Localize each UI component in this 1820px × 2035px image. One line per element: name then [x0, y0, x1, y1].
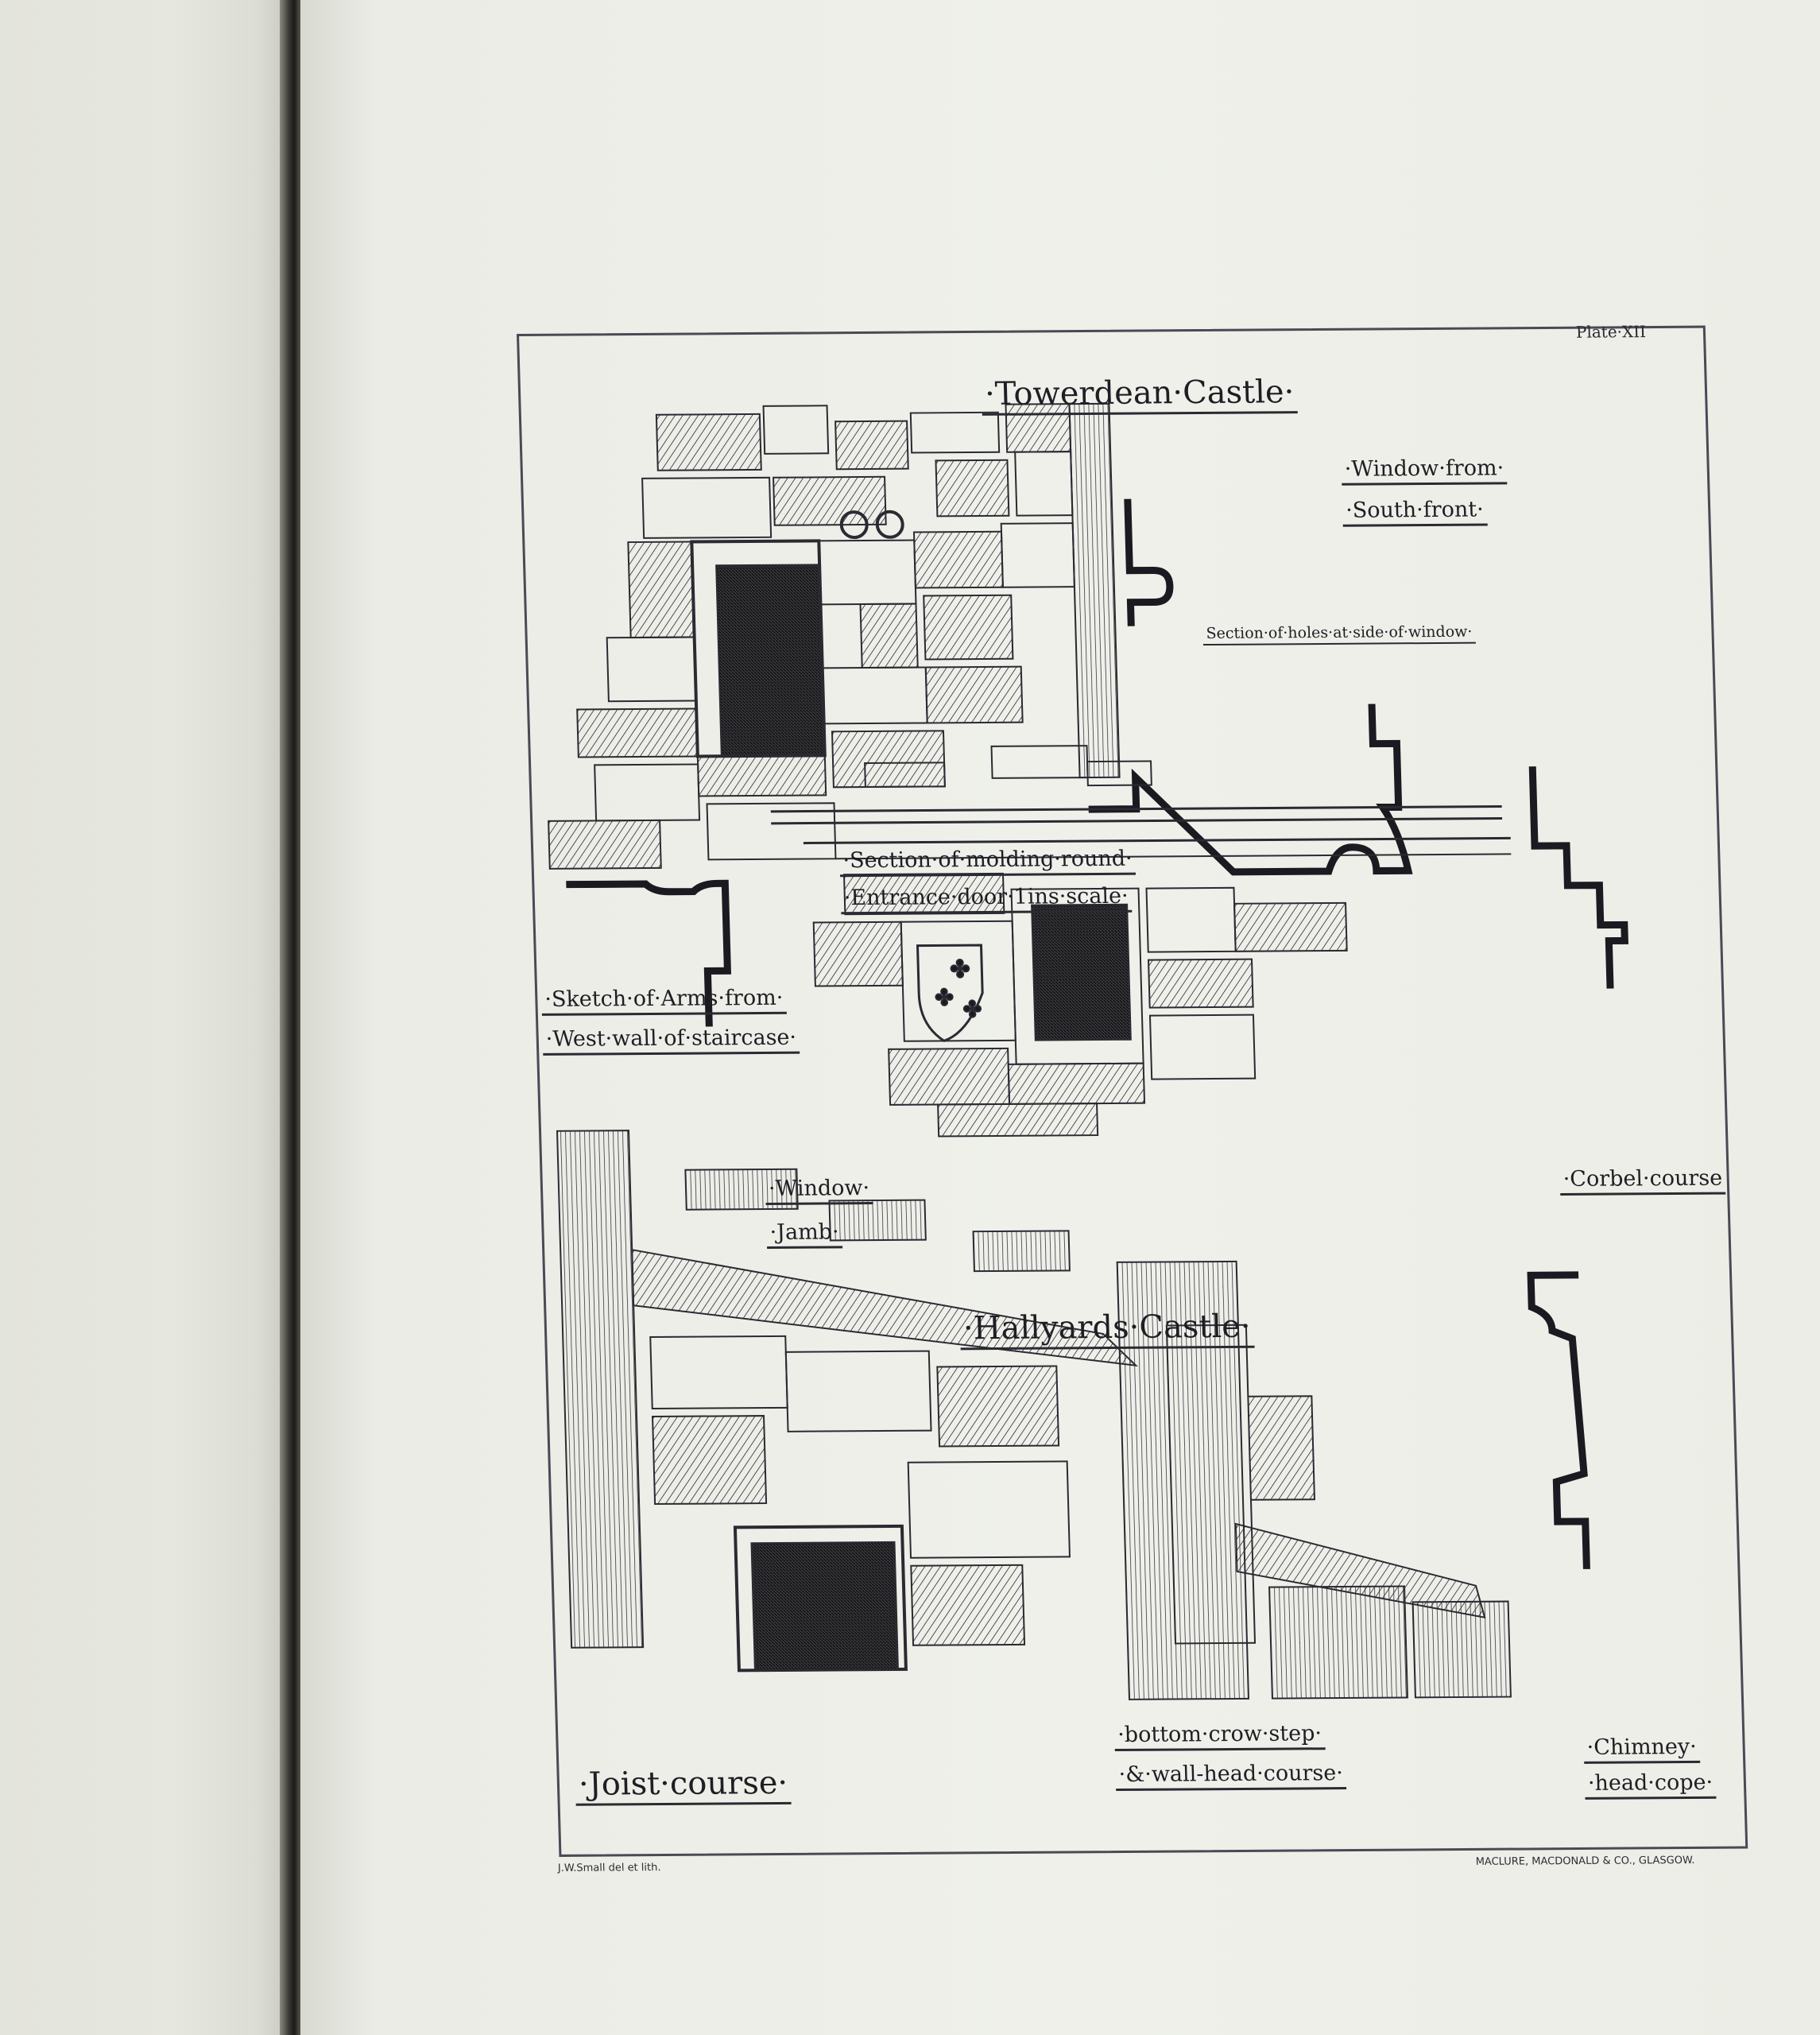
label-section-molding: ·Section·of·molding·round·	[839, 847, 1137, 877]
plate-drawings: ✤ ✤ ✤	[548, 402, 1628, 1700]
label-head-cope: ·head·cope·	[1584, 1770, 1717, 1800]
label-south-front: ·South·front·	[1342, 498, 1488, 527]
label-crow-step: ·bottom·crow·step·	[1113, 1721, 1326, 1751]
label-west-wall: ·West·wall·of·staircase·	[542, 1025, 800, 1056]
holes-section-profile	[1124, 498, 1174, 626]
corbel-course-profile	[1528, 766, 1628, 989]
hallyards-window-sketch: ✤ ✤ ✤	[770, 745, 1512, 1138]
window-jamb-profile	[566, 879, 732, 1027]
printer-credit: MACLURE, MACDONALD & CO., GLASGOW.	[1475, 1854, 1695, 1868]
signature: J.W.Small del et lith.	[557, 1862, 661, 1874]
hallyards-title: ·Hallyards·Castle·	[959, 1308, 1255, 1351]
left-page	[0, 0, 286, 2035]
label-wall-head: ·&·wall-head·course·	[1115, 1761, 1347, 1791]
label-chimney: ·Chimney·	[1583, 1735, 1701, 1764]
book-spine	[280, 0, 300, 2035]
label-sketch-arms: ·Sketch·of·Arms·from·	[540, 986, 787, 1016]
label-window-from: ·Window·from·	[1341, 455, 1508, 486]
molding-section-profile	[1088, 704, 1413, 876]
label-window: ·Window·	[765, 1176, 873, 1205]
chimney-cope-profile	[1527, 1271, 1590, 1569]
label-entrance-door: ·Entrance·door·1ins·scale·	[840, 884, 1133, 914]
svg-text:✤: ✤	[950, 955, 970, 983]
svg-text:✤: ✤	[962, 996, 982, 1022]
label-section-holes: Section·of·holes·at·side·of·window·	[1202, 623, 1476, 645]
towerdean-window-sketch	[548, 402, 1121, 870]
label-joist-course: ·Joist·course·	[575, 1765, 792, 1806]
joist-course-sketch	[556, 1130, 1139, 1673]
crow-step-sketch	[1116, 1260, 1512, 1700]
svg-text:✤: ✤	[935, 984, 954, 1010]
label-corbel-course: ·Corbel·course	[1559, 1166, 1726, 1196]
label-jamb: ·Jamb·	[766, 1219, 843, 1249]
plate-number: Plate·XII	[1575, 322, 1647, 342]
plate-frame: ✤ ✤ ✤	[517, 322, 1748, 1874]
towerdean-title: ·Towerdean·Castle·	[981, 374, 1299, 416]
